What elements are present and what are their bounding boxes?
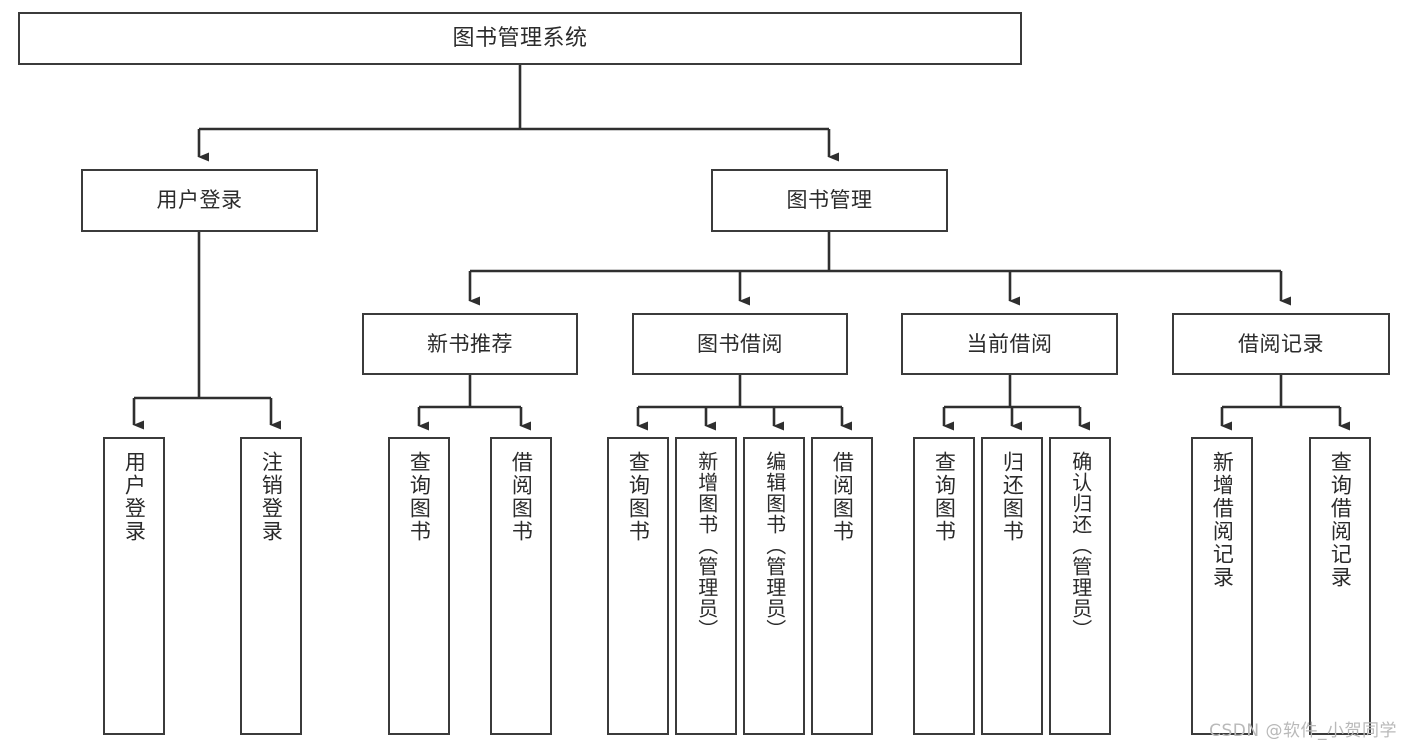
leaf-current-query-book[interactable]: 查询图书 — [913, 437, 975, 735]
leaf-record-add[interactable]: 新增借阅记录 — [1191, 437, 1253, 735]
leaf-user-login-logout[interactable]: 注销登录 — [240, 437, 302, 735]
node-label: 查询图书 — [932, 451, 957, 543]
node-label: 查询图书 — [626, 451, 651, 543]
leaf-user-login-login[interactable]: 用户登录 — [103, 437, 165, 735]
node-label: 用户登录 — [156, 188, 243, 213]
leaf-current-return-book[interactable]: 归还图书 — [981, 437, 1043, 735]
leaf-borrow-add-book[interactable]: 新增图书（管理员） — [675, 437, 737, 735]
leaf-new-book-query[interactable]: 查询图书 — [388, 437, 450, 735]
node-borrow-record[interactable]: 借阅记录 — [1172, 313, 1390, 375]
node-label: 借阅记录 — [1238, 331, 1324, 356]
node-current-borrow[interactable]: 当前借阅 — [901, 313, 1118, 375]
node-label: 借阅图书 — [509, 451, 534, 543]
node-label: 借阅图书 — [830, 451, 855, 543]
node-label: 注销登录 — [259, 451, 284, 543]
node-label: 图书管理系统 — [452, 25, 588, 51]
node-user-login[interactable]: 用户登录 — [81, 169, 318, 232]
leaf-borrow-borrow-book[interactable]: 借阅图书 — [811, 437, 873, 735]
node-label: 新书推荐 — [427, 331, 513, 356]
node-label: 图书借阅 — [697, 331, 783, 356]
leaf-current-confirm-return[interactable]: 确认归还（管理员） — [1049, 437, 1111, 735]
leaf-borrow-query-book[interactable]: 查询图书 — [607, 437, 669, 735]
leaf-new-book-borrow[interactable]: 借阅图书 — [490, 437, 552, 735]
node-label: 新增图书（管理员） — [694, 451, 719, 640]
node-label: 新增借阅记录 — [1210, 451, 1235, 589]
node-label: 图书管理 — [786, 188, 873, 213]
watermark: CSDN @软件_小贺同学 — [1209, 721, 1397, 741]
node-label: 确认归还（管理员） — [1068, 451, 1093, 640]
node-label: 归还图书 — [1000, 451, 1025, 543]
node-label: 当前借阅 — [966, 331, 1053, 356]
leaf-record-query[interactable]: 查询借阅记录 — [1309, 437, 1371, 735]
node-label: 用户登录 — [122, 451, 147, 543]
node-book-borrow[interactable]: 图书借阅 — [632, 313, 848, 375]
leaf-borrow-edit-book[interactable]: 编辑图书（管理员） — [743, 437, 805, 735]
node-new-book-recommend[interactable]: 新书推荐 — [362, 313, 578, 375]
node-root-system[interactable]: 图书管理系统 — [18, 12, 1022, 65]
node-label: 查询图书 — [407, 451, 432, 543]
node-label: 编辑图书（管理员） — [762, 451, 787, 640]
node-label: 查询借阅记录 — [1328, 451, 1353, 589]
node-book-management[interactable]: 图书管理 — [711, 169, 948, 232]
